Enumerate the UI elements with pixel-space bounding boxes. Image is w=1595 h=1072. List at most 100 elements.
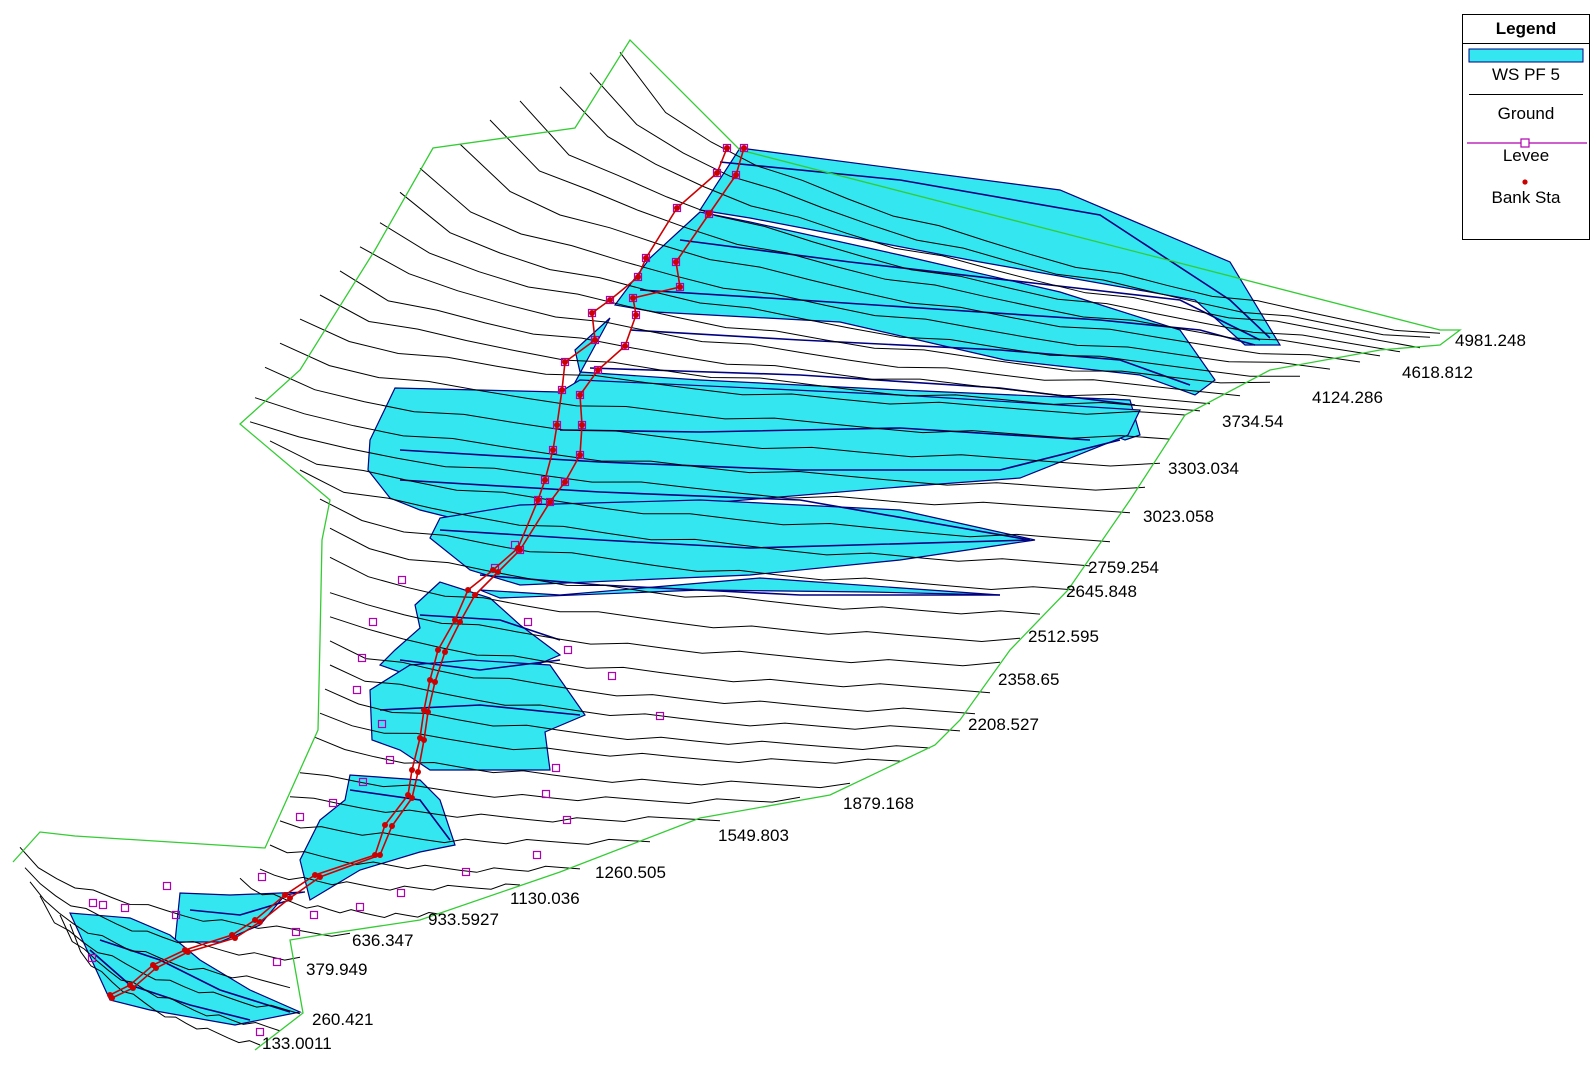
- station-label-4981-248: 4981.248: [1455, 331, 1526, 350]
- levee-marker-0: [722, 143, 732, 153]
- levee-marker-59: [272, 957, 282, 967]
- levee-marker-37: [607, 671, 617, 681]
- water-contour-line-4: [589, 367, 1136, 406]
- bank-station-dot-47: [547, 499, 553, 505]
- cross-section-line-14: [264, 366, 1161, 467]
- station-label-4618-812: 4618.812: [1402, 363, 1473, 382]
- levee-marker-25: [560, 477, 570, 487]
- station-labels: 4981.2484618.8124124.2863734.543303.0343…: [262, 331, 1526, 1053]
- levee-marker-27: [545, 497, 555, 507]
- cross-section-line-32: [269, 844, 581, 873]
- water-contour-line-6: [399, 439, 1121, 471]
- cross-section-line-24: [329, 640, 976, 715]
- bank-station-dot-44: [579, 422, 585, 428]
- bank-station-dot-64: [185, 949, 191, 955]
- levee-marker-24: [540, 475, 550, 485]
- levee-marker-46: [295, 812, 305, 822]
- water-contour-line-16: [89, 949, 251, 1021]
- levee-marker-41: [551, 763, 561, 773]
- bank-station-dot-51: [457, 619, 463, 625]
- bank-station-dot-39: [630, 295, 636, 301]
- bank-station-dot-3: [643, 255, 649, 261]
- water-contour-line-13: [349, 789, 451, 841]
- cross-section-line-5: [459, 143, 1361, 363]
- bank-station-dot-36: [706, 211, 712, 217]
- bank-station-dot-50: [472, 592, 478, 598]
- bank-station-dot-18: [435, 647, 441, 653]
- legend-label-levee: Levee: [1502, 146, 1550, 165]
- cross-section-line-8: [379, 222, 1271, 384]
- levee-marker-56: [120, 903, 130, 913]
- legend-swatch-levee-marker: [1520, 138, 1530, 148]
- cross-section-line-0: [619, 51, 1441, 334]
- levee-marker-50: [162, 881, 172, 891]
- bank-station-dot-62: [257, 919, 263, 925]
- levee-marker-44: [328, 798, 338, 808]
- levee-marker-10: [605, 295, 615, 305]
- bank-station-dot-49: [495, 569, 501, 575]
- cross-section-line-27: [319, 712, 901, 764]
- water-contour-line-12: [379, 704, 581, 716]
- station-label-1130-036: 1130.036: [510, 889, 580, 908]
- station-label-133-0011: 133.0011: [262, 1034, 332, 1053]
- bank-station-dot-4: [635, 274, 641, 280]
- levee-marker-17: [593, 365, 603, 375]
- cross-section-line-11: [319, 294, 1201, 412]
- bank-station-dot-40: [633, 312, 639, 318]
- bank-station-dot-48: [517, 547, 523, 553]
- bank-station-dot-61: [287, 895, 293, 901]
- cross-section-line-30: [289, 796, 721, 823]
- levee-marker-61: [255, 1027, 265, 1037]
- water-surface-area-5: [479, 577, 1001, 599]
- cross-section-line-40: [69, 923, 261, 1046]
- station-label-1260-505: 1260.505: [595, 863, 666, 882]
- legend: Legend WS PF 5 Ground Levee Bank Sta: [1462, 14, 1590, 240]
- levee-marker-43: [541, 789, 551, 799]
- cross-section-line-25: [329, 664, 961, 732]
- levee-marker-1: [739, 143, 749, 153]
- bank-station-dot-63: [232, 935, 238, 941]
- bank-station-dot-60: [317, 874, 323, 880]
- bank-station-dot-11: [550, 447, 556, 453]
- levee-marker-26: [533, 495, 543, 505]
- levee-marker-34: [357, 653, 367, 663]
- station-label-3734-54: 3734.54: [1222, 412, 1283, 431]
- cross-section-line-33: [259, 868, 521, 891]
- station-label-260-421: 260.421: [312, 1010, 373, 1029]
- levee-marker-8: [633, 272, 643, 282]
- bank-station-dot-42: [595, 367, 601, 373]
- station-label-1879-168: 1879.168: [843, 794, 914, 813]
- station-label-933-5927: 933.5927: [428, 910, 499, 929]
- legend-swatch-bank-sta: [1522, 179, 1528, 185]
- water-contour-line-11: [399, 659, 561, 671]
- bank-station-dot-38: [677, 284, 683, 290]
- bank-station-dot-54: [425, 709, 431, 715]
- bank-station-dot-17: [452, 617, 458, 623]
- bank-station-line-right: [111, 147, 745, 999]
- cross-section-line-37: [29, 881, 291, 989]
- bank-station-dot-67: [109, 995, 115, 1001]
- bank-station-dot-57: [409, 795, 415, 801]
- bank-station-dot-10: [554, 422, 560, 428]
- levee-marker-38: [377, 719, 387, 729]
- bank-station-dot-26: [312, 872, 318, 878]
- cross-section-line-28: [314, 736, 851, 789]
- cross-section-line-19: [319, 498, 1076, 591]
- legend-swatches: [1467, 48, 1587, 185]
- levee-marker-32: [368, 617, 378, 627]
- bank-station-dot-27: [282, 892, 288, 898]
- levee-markers: [87, 143, 749, 1037]
- station-label-4124-286: 4124.286: [1312, 388, 1383, 407]
- bank-station-dot-13: [535, 497, 541, 503]
- cross-section-line-31: [279, 820, 651, 845]
- bank-station-dot-28: [252, 917, 258, 923]
- levee-marker-36: [352, 685, 362, 695]
- water-surface-area-8: [299, 774, 456, 901]
- levee-marker-52: [396, 888, 406, 898]
- bank-station-dot-65: [153, 965, 159, 971]
- bank-station-dot-66: [130, 985, 136, 991]
- bank-station-line-left: [109, 147, 728, 996]
- bank-station-dot-35: [733, 172, 739, 178]
- bank-station-dot-19: [427, 677, 433, 683]
